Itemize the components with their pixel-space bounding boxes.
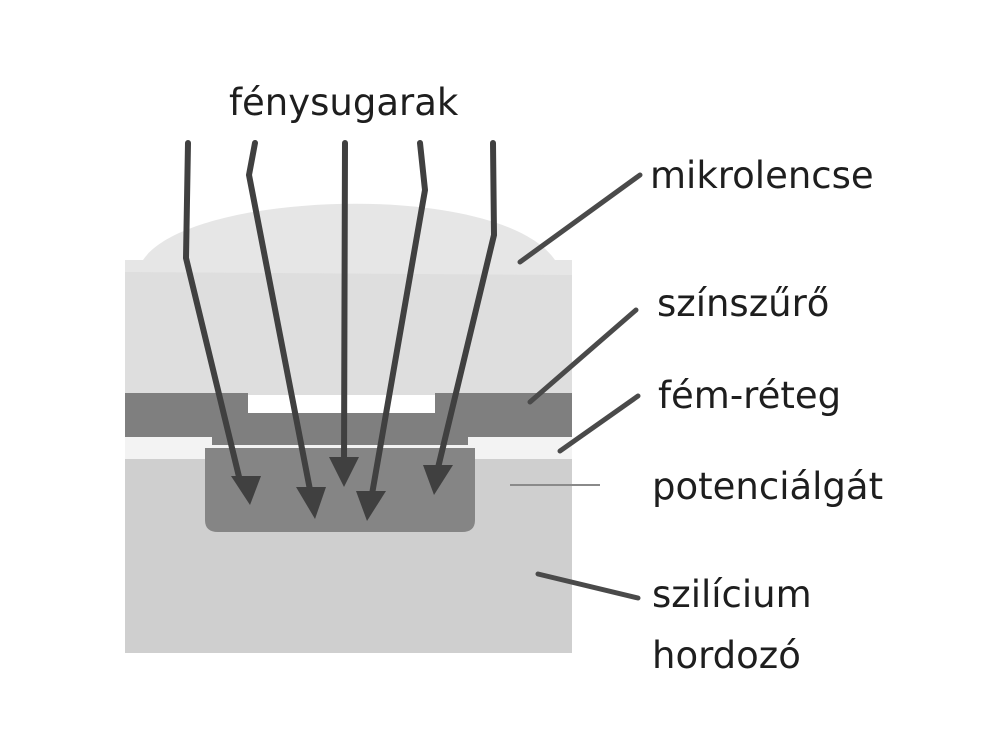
label-microlens: mikrolencse — [650, 154, 874, 197]
light-ray-2 — [245, 140, 314, 498]
label-color-filter: színszűrő — [657, 282, 829, 325]
arrow-down-icon — [329, 457, 359, 487]
label-substrate-line1: szilícium — [652, 573, 812, 616]
leader-line-color-filter — [527, 307, 639, 405]
arrow-down-icon — [423, 465, 453, 495]
microlens-dome — [125, 203, 572, 275]
arrow-down-icon — [231, 476, 261, 505]
label-substrate-line2: hordozó — [652, 634, 801, 677]
light-rays — [182, 140, 498, 503]
leader-lines — [517, 172, 643, 601]
color-filter-block — [125, 265, 572, 395]
metal-layer — [125, 393, 572, 445]
light-ray-4 — [368, 140, 429, 503]
arrow-down-icon — [296, 487, 326, 519]
arrow-down-icon — [356, 491, 386, 521]
leader-line-microlens — [517, 172, 643, 265]
light-ray-3 — [341, 140, 348, 467]
light-ray-5 — [434, 140, 498, 475]
leader-line-substrate — [535, 571, 641, 601]
label-potential-barrier: potenciálgát — [652, 465, 883, 508]
leader-line-metal-layer — [557, 393, 641, 454]
light-ray-1 — [182, 140, 244, 488]
label-metal-layer: fém-réteg — [658, 374, 841, 417]
arrow-heads — [231, 457, 453, 521]
photodiode-well — [205, 448, 475, 532]
label-light-rays: fénysugarak — [229, 81, 459, 124]
